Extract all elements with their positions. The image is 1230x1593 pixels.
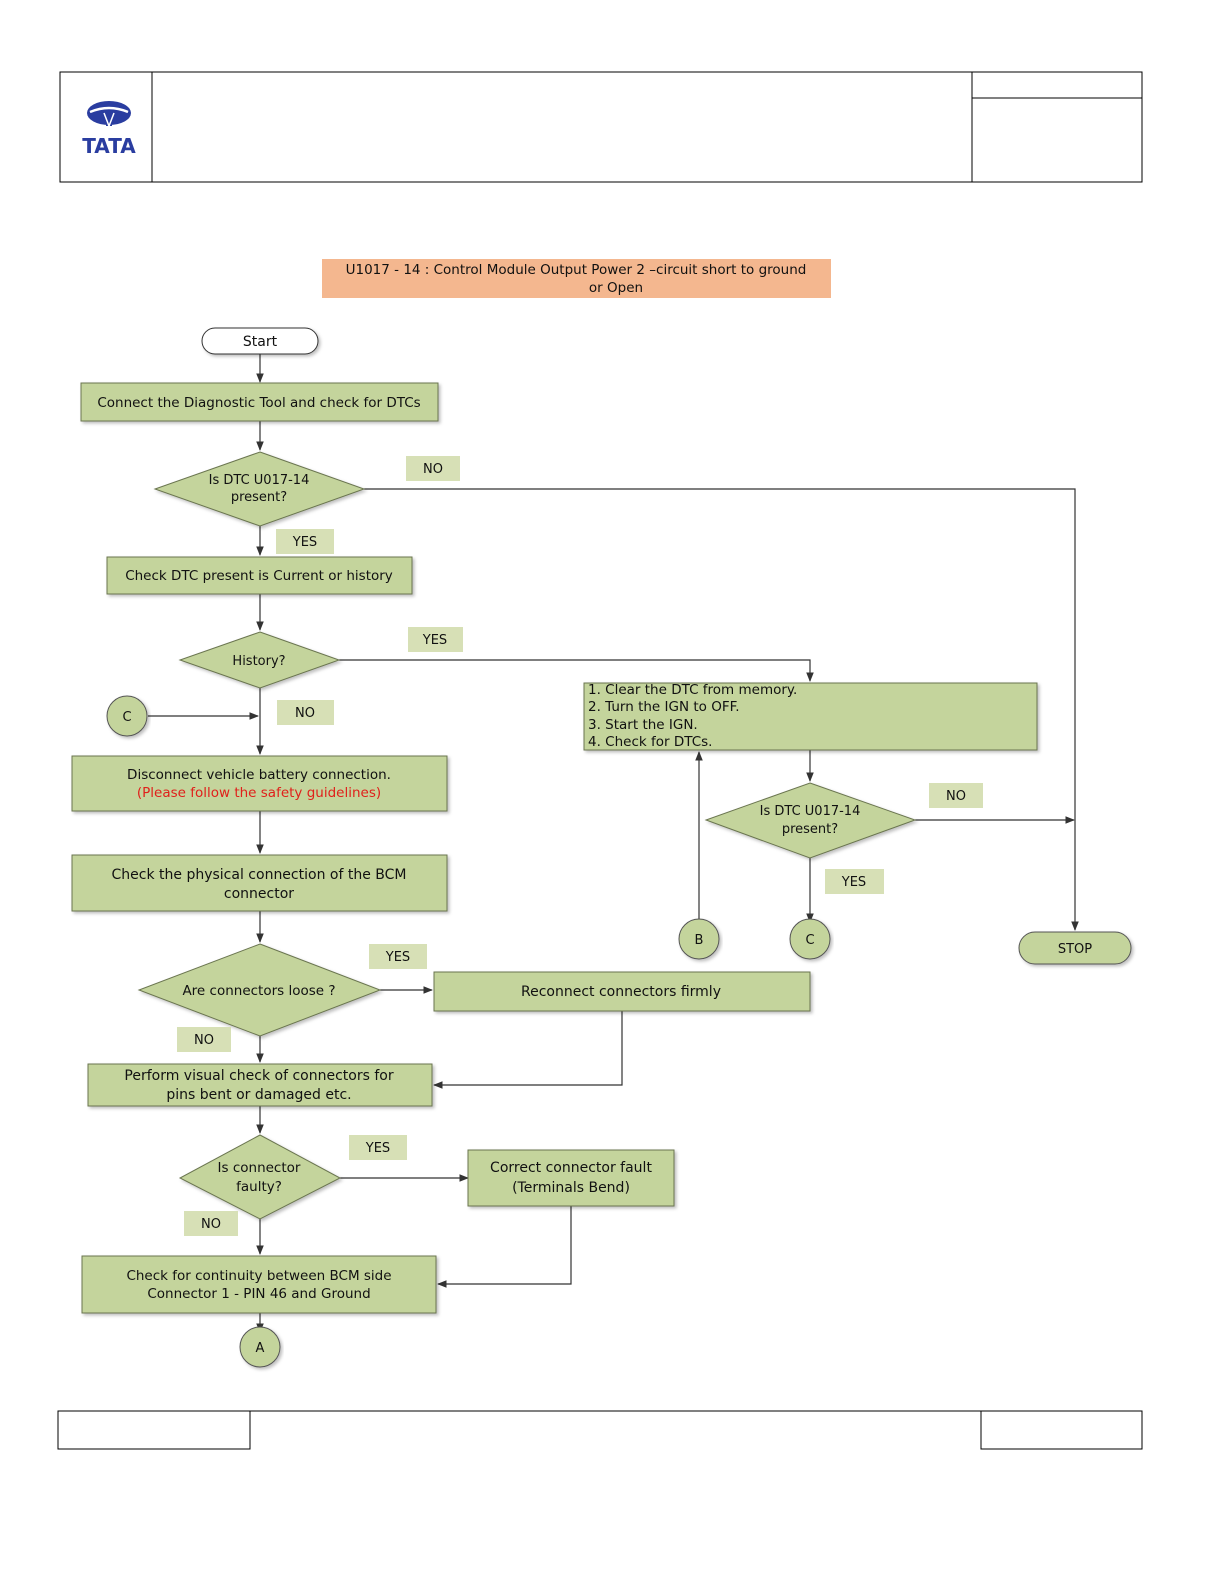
continuity-line-1: Check for continuity between BCM side: [126, 1268, 391, 1284]
connector-faulty-decision: Is connector faulty?: [178, 1134, 342, 1220]
header-frame: [59, 71, 1143, 183]
dtc-present-2-line-2: present?: [782, 822, 838, 837]
tag-no-loose-text: NO: [194, 1033, 214, 1048]
clear-step-4: 4. Check for DTCs.: [588, 734, 712, 750]
footer-frame: [57, 1410, 1143, 1450]
flow-lines: [148, 354, 1079, 1333]
connector-c-right: C: [789, 918, 831, 960]
tata-logo-icon: TATA: [82, 101, 136, 158]
dtc-present-2-line-1: Is DTC U017-14: [760, 804, 861, 819]
tag-yes-1: YES: [276, 529, 334, 554]
visual-check-box: Perform visual check of connectors for p…: [87, 1063, 433, 1107]
dtc-present-decision-2: Is DTC U017-14 present?: [704, 782, 917, 859]
connect-tool-text: Connect the Diagnostic Tool and check fo…: [97, 395, 420, 411]
tag-no-faulty-text: NO: [201, 1217, 221, 1232]
clear-step-2: 2. Turn the IGN to OFF.: [588, 699, 740, 715]
start-label: Start: [243, 334, 278, 350]
tag-no-2: NO: [929, 783, 983, 808]
tag-yes-1-text: YES: [292, 535, 317, 550]
tag-yes-faulty: YES: [349, 1135, 407, 1160]
history-text: History?: [232, 654, 285, 669]
title-line-2: or Open: [589, 280, 643, 296]
title-line-1: U1017 - 14 : Control Module Output Power…: [346, 262, 807, 278]
tag-yes-loose: YES: [369, 944, 427, 969]
diagram-title: U1017 - 14 : Control Module Output Power…: [322, 259, 831, 298]
dtc-present-decision-1: Is DTC U017-14 present?: [153, 451, 366, 527]
continuity-box: Check for continuity between BCM side Co…: [81, 1255, 437, 1314]
stop-label: STOP: [1058, 942, 1092, 957]
tag-no-loose: NO: [177, 1027, 231, 1052]
tag-yes-loose-text: YES: [385, 950, 410, 965]
connector-faulty-line-1: Is connector: [218, 1160, 301, 1176]
check-current-text: Check DTC present is Current or history: [125, 568, 393, 584]
reconnect-text: Reconnect connectors firmly: [521, 984, 721, 1000]
history-decision: History?: [178, 631, 341, 689]
visual-check-line-1: Perform visual check of connectors for: [124, 1068, 393, 1084]
logo-text: TATA: [82, 134, 136, 158]
connector-a: A: [239, 1326, 281, 1368]
reconnect-box: Reconnect connectors firmly: [433, 971, 811, 1012]
disconnect-battery-text: Disconnect vehicle battery connection.: [127, 767, 391, 783]
connector-faulty-line-2: faulty?: [236, 1179, 282, 1195]
tag-no-faulty: NO: [184, 1211, 238, 1236]
connector-a-label: A: [256, 1341, 265, 1356]
tag-yes-history: YES: [408, 627, 463, 652]
connector-c-right-label: C: [805, 933, 814, 948]
clear-step-1: 1. Clear the DTC from memory.: [588, 682, 797, 698]
visual-check-line-2: pins bent or damaged etc.: [166, 1087, 351, 1103]
check-physical-box: Check the physical connection of the BCM…: [71, 854, 448, 912]
continuity-line-2: Connector 1 - PIN 46 and Ground: [147, 1286, 370, 1302]
connector-b: B: [678, 918, 720, 960]
clear-steps-box: 1. Clear the DTC from memory. 2. Turn th…: [583, 682, 1038, 751]
check-physical-line-2: connector: [224, 886, 294, 902]
tag-yes-faulty-text: YES: [365, 1141, 390, 1156]
check-current-box: Check DTC present is Current or history: [106, 556, 413, 595]
tag-no-history-text: NO: [295, 706, 315, 721]
tag-yes-history-text: YES: [422, 633, 447, 648]
correct-fault-line-1: Correct connector fault: [490, 1160, 652, 1176]
stop-terminal: STOP: [1018, 931, 1132, 965]
connectors-loose-text: Are connectors loose ?: [182, 983, 335, 999]
tag-no-history: NO: [277, 700, 334, 725]
correct-fault-box: Correct connector fault (Terminals Bend): [467, 1149, 675, 1207]
connector-c-left: C: [106, 695, 148, 737]
safety-note-text: (Please follow the safety guidelines): [137, 785, 381, 801]
connector-c-left-label: C: [122, 710, 131, 725]
start-terminal: Start: [201, 327, 319, 355]
check-physical-line-1: Check the physical connection of the BCM: [112, 867, 407, 883]
correct-fault-line-2: (Terminals Bend): [512, 1180, 630, 1196]
tag-no-1-text: NO: [423, 462, 443, 477]
clear-step-3: 3. Start the IGN.: [588, 717, 698, 733]
tag-no-2-text: NO: [946, 789, 966, 804]
disconnect-battery-box: Disconnect vehicle battery connection. (…: [71, 755, 448, 812]
dtc-present-1-line-2: present?: [231, 490, 287, 505]
tag-no-1: NO: [406, 456, 460, 481]
connect-tool-box: Connect the Diagnostic Tool and check fo…: [80, 382, 439, 422]
dtc-present-1-line-1: Is DTC U017-14: [209, 473, 310, 488]
connector-b-label: B: [695, 933, 704, 948]
tag-yes-2: YES: [825, 869, 884, 894]
tag-yes-2-text: YES: [841, 875, 866, 890]
connectors-loose-decision: Are connectors loose ?: [137, 943, 382, 1037]
